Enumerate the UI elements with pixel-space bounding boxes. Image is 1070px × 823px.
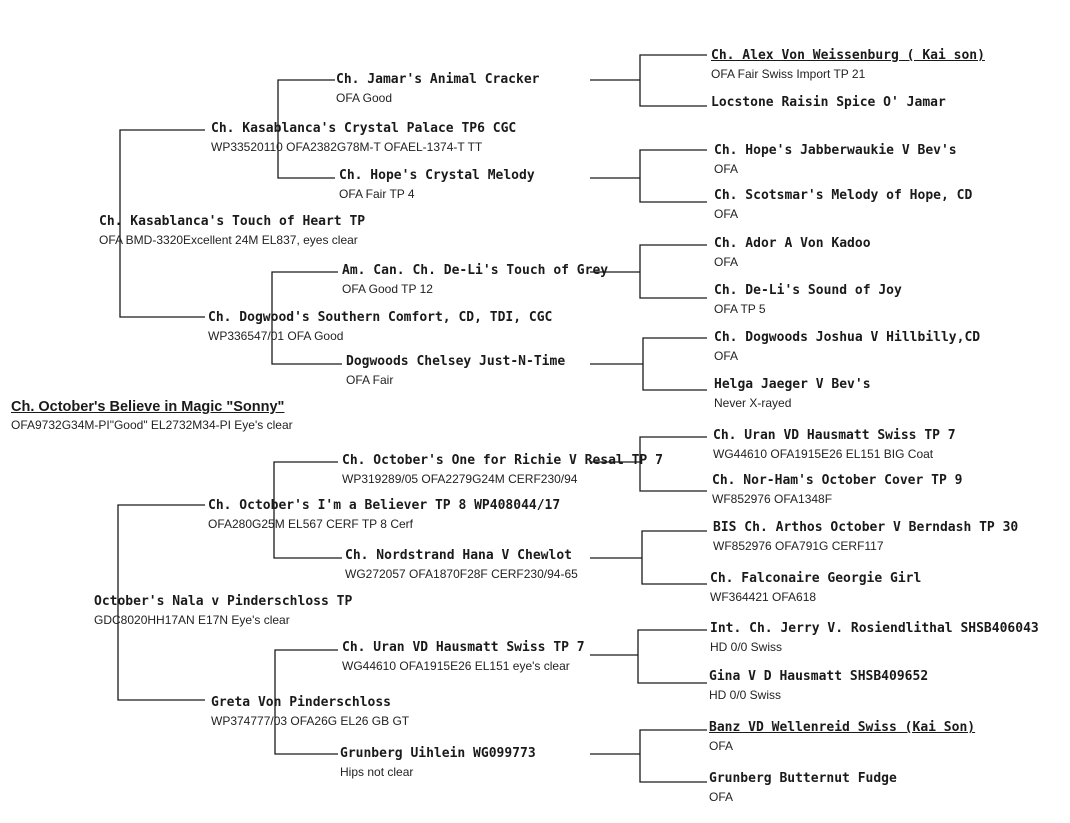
ggp-6: Ch. De-Li's Sound of Joy OFA TP 5 <box>714 282 902 318</box>
dam-sire-name: Ch. October's I'm a Believer TP 8 WP4080… <box>208 498 561 513</box>
ggp-4-info: OFA <box>714 207 739 221</box>
ggp-14-name: Gina V D Hausmatt SHSB409652 <box>709 669 929 684</box>
ggp-9: Ch. Uran VD Hausmatt Swiss TP 7 WG44610 … <box>713 427 956 463</box>
dam-info: GDC8020HH17AN E17N Eye's clear <box>94 613 290 627</box>
sire-dam-dam-info: OFA Fair <box>346 373 394 387</box>
ggp-7: Ch. Dogwoods Joshua V Hillbilly,CD OFA <box>714 329 980 365</box>
ggp-3-info: OFA <box>714 162 739 176</box>
ggp-4: Ch. Scotsmar's Melody of Hope, CD OFA <box>714 187 972 223</box>
ggp-2-name: Locstone Raisin Spice O' Jamar <box>711 95 946 110</box>
sire-sire-sire-info: OFA Good <box>336 91 393 105</box>
sire-sire-dam-info: OFA Fair TP 4 <box>339 187 415 201</box>
sire-sire-info: WP33520110 OFA2382G78M-T OFAEL-1374-T TT <box>211 140 483 154</box>
dam-name: October's Nala v Pinderschloss TP <box>94 594 353 609</box>
dam-dam-sire-info: WG44610 OFA1915E26 EL151 eye's clear <box>342 659 570 673</box>
ggp-3: Ch. Hope's Jabberwaukie V Bev's OFA <box>714 142 957 178</box>
dam-dam-sire-name: Ch. Uran VD Hausmatt Swiss TP 7 <box>342 640 585 655</box>
ggp-13-info: HD 0/0 Swiss <box>710 640 783 654</box>
ggp-10: Ch. Nor-Ham's October Cover TP 9 WF85297… <box>712 472 962 508</box>
ggp-15-info: OFA <box>709 739 734 753</box>
sire-sire-sire: Ch. Jamar's Animal Cracker OFA Good <box>336 71 540 107</box>
ggp-15: Banz VD Wellenreid Swiss (Kai Son) OFA <box>709 719 975 755</box>
sire-sire-dam: Ch. Hope's Crystal Melody OFA Fair TP 4 <box>339 167 535 203</box>
ggp-9-name: Ch. Uran VD Hausmatt Swiss TP 7 <box>713 428 956 443</box>
dam-dam-sire: Ch. Uran VD Hausmatt Swiss TP 7 WG44610 … <box>342 639 585 675</box>
dam-dam-dam: Grunberg Uihlein WG099773 Hips not clear <box>340 745 536 781</box>
sire-dam-sire: Am. Can. Ch. De-Li's Touch of Grey OFA G… <box>342 262 608 298</box>
ggp-11: BIS Ch. Arthos October V Berndash TP 30 … <box>713 519 1018 555</box>
ggp-1-name: Ch. Alex Von Weissenburg ( Kai son) <box>711 48 985 63</box>
dam-sire-dam-name: Ch. Nordstrand Hana V Chewlot <box>345 548 572 563</box>
sire-info: OFA BMD-3320Excellent 24M EL837, eyes cl… <box>99 233 358 247</box>
subject-dog: Ch. October's Believe in Magic "Sonny" O… <box>11 398 293 434</box>
ggp-16-name: Grunberg Butternut Fudge <box>709 771 897 786</box>
dam-dam-dam-info: Hips not clear <box>340 765 414 779</box>
ggp-12-info: WF364421 OFA618 <box>710 590 817 604</box>
ggp-1: Ch. Alex Von Weissenburg ( Kai son) OFA … <box>711 47 985 83</box>
ggp-13: Int. Ch. Jerry V. Rosiendlithal SHSB4060… <box>710 620 1039 656</box>
ggp-9-info: WG44610 OFA1915E26 EL151 BIG Coat <box>713 447 934 461</box>
sire-sire-dam-name: Ch. Hope's Crystal Melody <box>339 168 535 183</box>
ggp-8-info: Never X-rayed <box>714 396 792 410</box>
dam-sire-sire: Ch. October's One for Richie V Resal TP … <box>342 452 663 488</box>
ggp-11-name: BIS Ch. Arthos October V Berndash TP 30 <box>713 520 1019 535</box>
dam-dam-info: WP374777/03 OFA26G EL26 GB GT <box>211 714 410 728</box>
dam: October's Nala v Pinderschloss TP GDC802… <box>94 593 352 629</box>
ggp-8: Helga Jaeger V Bev's Never X-rayed <box>714 376 871 412</box>
ggp-13-name: Int. Ch. Jerry V. Rosiendlithal SHSB4060… <box>710 621 1039 636</box>
sire-dam-name: Ch. Dogwood's Southern Comfort, CD, TDI,… <box>208 310 553 325</box>
ggp-6-info: OFA TP 5 <box>714 302 766 316</box>
sire-dam-sire-name: Am. Can. Ch. De-Li's Touch of Grey <box>342 263 609 278</box>
dam-sire-dam: Ch. Nordstrand Hana V Chewlot WG272057 O… <box>345 547 578 583</box>
ggp-3-name: Ch. Hope's Jabberwaukie V Bev's <box>714 143 957 158</box>
sire-sire: Ch. Kasablanca's Crystal Palace TP6 CGC … <box>211 120 516 156</box>
ggp-16-info: OFA <box>709 790 734 804</box>
sire-dam-dam: Dogwoods Chelsey Just-N-Time OFA Fair <box>346 353 565 389</box>
sire-dam-dam-name: Dogwoods Chelsey Just-N-Time <box>346 354 566 369</box>
dam-sire-info: OFA280G25M EL567 CERF TP 8 Cerf <box>208 517 413 531</box>
ggp-4-name: Ch. Scotsmar's Melody of Hope, CD <box>714 188 973 203</box>
subject-name: Ch. October's Believe in Magic "Sonny" <box>11 399 285 415</box>
sire-dam-info: WP336547/01 OFA Good <box>208 329 344 343</box>
ggp-15-name: Banz VD Wellenreid Swiss (Kai Son) <box>709 720 976 735</box>
ggp-8-name: Helga Jaeger V Bev's <box>714 377 871 392</box>
sire-sire-name: Ch. Kasablanca's Crystal Palace TP6 CGC <box>211 121 517 136</box>
ggp-12-name: Ch. Falconaire Georgie Girl <box>710 571 922 586</box>
ggp-5-name: Ch. Ador A Von Kadoo <box>714 236 871 251</box>
sire: Ch. Kasablanca's Touch of Heart TP OFA B… <box>99 213 365 249</box>
subject-info: OFA9732G34M-PI"Good" EL2732M34-PI Eye's … <box>11 418 293 432</box>
dam-dam-name: Greta Von Pinderschloss <box>211 695 392 710</box>
ggp-14: Gina V D Hausmatt SHSB409652 HD 0/0 Swis… <box>709 668 928 704</box>
ggp-12: Ch. Falconaire Georgie Girl WF364421 OFA… <box>710 570 921 606</box>
ggp-10-name: Ch. Nor-Ham's October Cover TP 9 <box>712 473 963 488</box>
dam-sire-sire-name: Ch. October's One for Richie V Resal TP … <box>342 453 663 468</box>
ggp-16: Grunberg Butternut Fudge OFA <box>709 770 897 806</box>
sire-name: Ch. Kasablanca's Touch of Heart TP <box>99 214 366 229</box>
ggp-7-name: Ch. Dogwoods Joshua V Hillbilly,CD <box>714 330 981 345</box>
dam-sire-sire-info: WP319289/05 OFA2279G24M CERF230/94 <box>342 472 578 486</box>
ggp-6-name: Ch. De-Li's Sound of Joy <box>714 283 902 298</box>
dam-sire: Ch. October's I'm a Believer TP 8 WP4080… <box>208 497 560 533</box>
ggp-10-info: WF852976 OFA1348F <box>712 492 833 506</box>
dam-dam: Greta Von Pinderschloss WP374777/03 OFA2… <box>211 694 409 730</box>
dam-sire-dam-info: WG272057 OFA1870F28F CERF230/94-65 <box>345 567 578 581</box>
ggp-1-info: OFA Fair Swiss Import TP 21 <box>711 67 866 81</box>
ggp-14-info: HD 0/0 Swiss <box>709 688 782 702</box>
ggp-7-info: OFA <box>714 349 739 363</box>
ggp-5-info: OFA <box>714 255 739 269</box>
ggp-11-info: WF852976 OFA791G CERF117 <box>713 539 884 553</box>
sire-dam: Ch. Dogwood's Southern Comfort, CD, TDI,… <box>208 309 552 345</box>
sire-sire-sire-name: Ch. Jamar's Animal Cracker <box>336 72 540 87</box>
ggp-2: Locstone Raisin Spice O' Jamar <box>711 94 946 112</box>
ggp-5: Ch. Ador A Von Kadoo OFA <box>714 235 871 271</box>
sire-dam-sire-info: OFA Good TP 12 <box>342 282 433 296</box>
dam-dam-dam-name: Grunberg Uihlein WG099773 <box>340 746 536 761</box>
